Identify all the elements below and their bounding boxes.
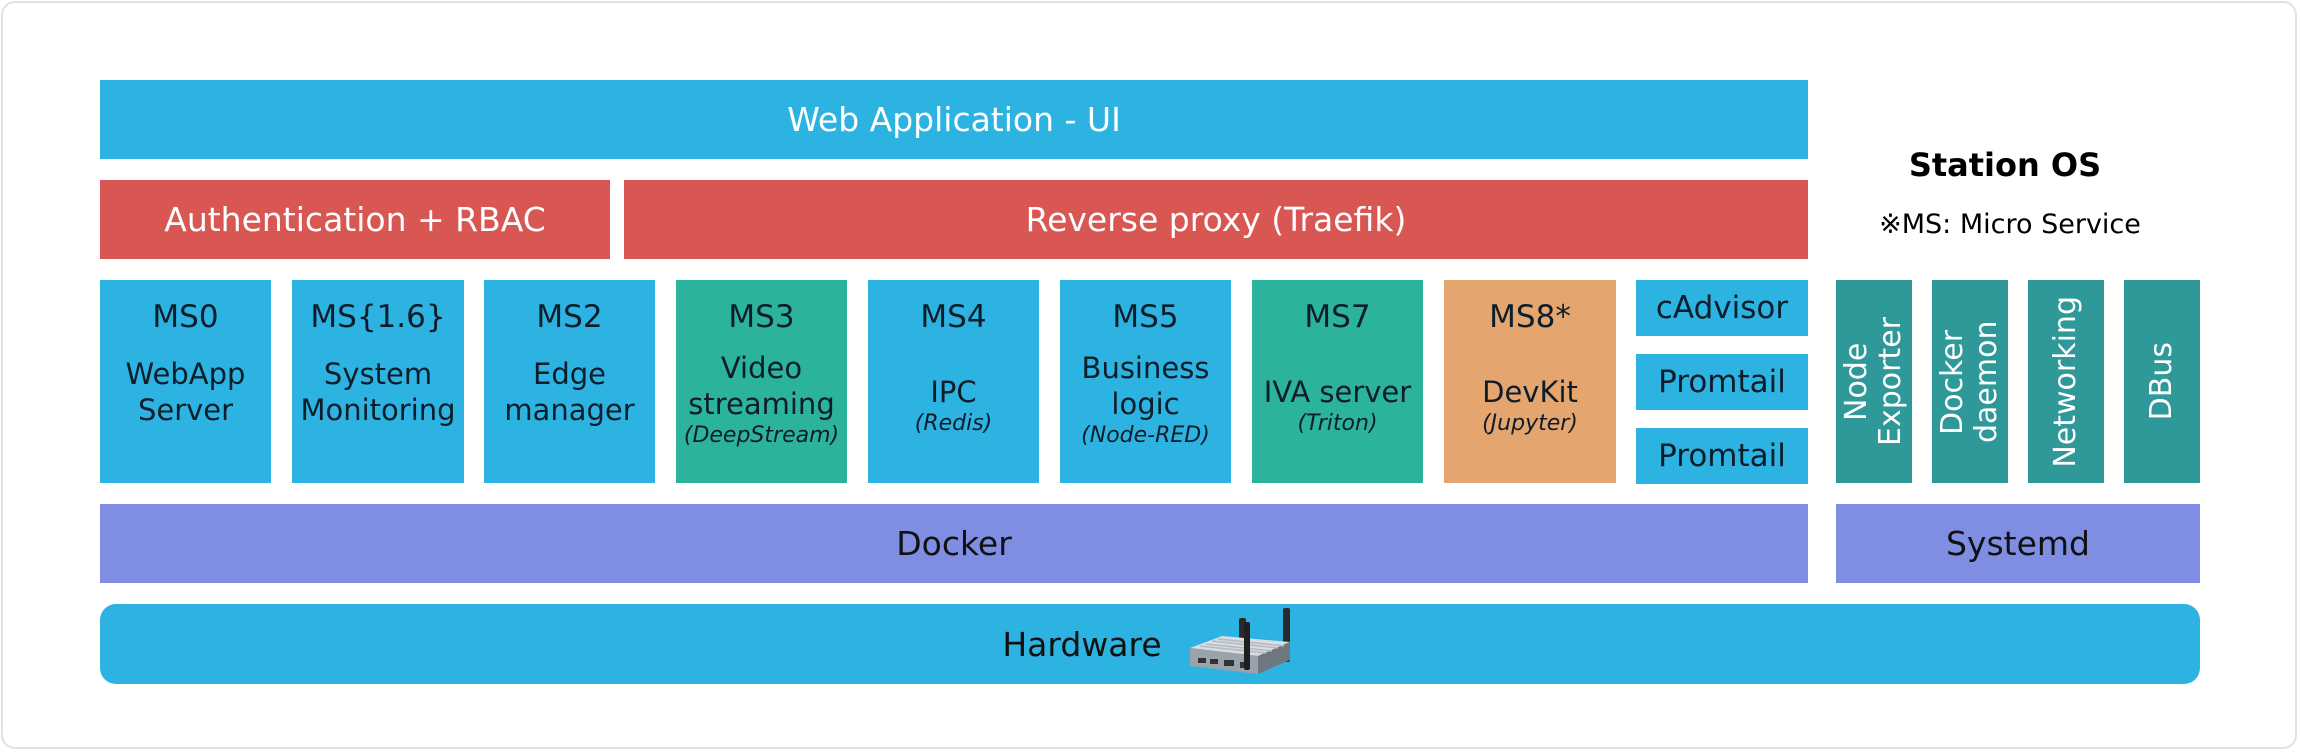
promtail-label-1: Promtail	[1658, 364, 1786, 400]
systemd-label: Systemd	[1945, 524, 2090, 563]
hardware-label: Hardware	[1002, 624, 1162, 664]
cadvisor-label: cAdvisor	[1655, 290, 1789, 326]
ms4-sub: (Redis)	[914, 411, 993, 436]
ms3-box: MS3 Video streaming (DeepStream)	[676, 280, 847, 483]
ms5-sub: (Node-RED)	[1081, 423, 1210, 448]
networking-box: Networking	[2028, 280, 2104, 483]
ms5-id: MS5	[1112, 299, 1179, 335]
web-app-ui-layer: Web Application - UI	[100, 80, 1808, 159]
docker-daemon-box: Docker daemon	[1932, 280, 2008, 483]
ms7-box: MS7 IVA server (Triton)	[1252, 280, 1423, 483]
ms0-desc: WebApp Server	[125, 357, 246, 427]
ms1-6-desc: System Monitoring	[300, 357, 456, 427]
ms4-id: MS4	[920, 299, 987, 335]
ms5-desc: Business logic	[1081, 351, 1210, 421]
dbus-box: DBus	[2124, 280, 2200, 483]
promtail-box-1: Promtail	[1636, 354, 1808, 410]
ms3-id: MS3	[728, 299, 795, 335]
auth-rbac-label: Authentication + RBAC	[164, 200, 546, 239]
ms8-sub: (Jupyter)	[1482, 411, 1578, 436]
web-app-ui-label: Web Application - UI	[787, 100, 1121, 139]
docker-daemon-label: Docker daemon	[1935, 320, 2004, 443]
ms0-box: MS0 WebApp Server	[100, 280, 271, 483]
ms8-desc: DevKit	[1482, 375, 1578, 409]
reverse-proxy-layer: Reverse proxy (Traefik)	[624, 180, 1808, 259]
promtail-label-2: Promtail	[1658, 438, 1786, 474]
ms8-id: MS8*	[1489, 299, 1571, 335]
auth-rbac-layer: Authentication + RBAC	[100, 180, 610, 259]
systemd-layer: Systemd	[1836, 504, 2200, 583]
ms4-desc: IPC	[930, 375, 977, 409]
ms0-id: MS0	[152, 299, 219, 335]
ms5-box: MS5 Business logic (Node-RED)	[1060, 280, 1231, 483]
ms1-6-id: MS{1.6}	[310, 299, 446, 335]
cadvisor-box: cAdvisor	[1636, 280, 1808, 336]
micro-service-note: ※MS: Micro Service	[1879, 209, 2141, 240]
edge-device-icon	[1186, 608, 1298, 680]
ms4-box: MS4 IPC (Redis)	[868, 280, 1039, 483]
networking-label: Networking	[2048, 295, 2083, 468]
docker-label: Docker	[896, 524, 1012, 563]
ms2-id: MS2	[536, 299, 603, 335]
reverse-proxy-label: Reverse proxy (Traefik)	[1025, 200, 1407, 239]
dbus-label: DBus	[2144, 342, 2179, 421]
ms8-box: MS8* DevKit (Jupyter)	[1444, 280, 1616, 483]
ms3-desc: Video streaming	[688, 351, 835, 421]
promtail-box-2: Promtail	[1636, 428, 1808, 484]
ms3-sub: (DeepStream)	[683, 423, 840, 448]
ms7-sub: (Triton)	[1297, 411, 1378, 436]
hardware-layer: Hardware	[100, 604, 2200, 684]
ms2-box: MS2 Edge manager	[484, 280, 655, 483]
node-exporter-label: Node Exporter	[1839, 317, 1908, 446]
station-os-title: Station OS	[1908, 146, 2102, 184]
ms1-6-box: MS{1.6} System Monitoring	[292, 280, 464, 483]
ms7-id: MS7	[1304, 299, 1371, 335]
ms7-desc: IVA server	[1263, 375, 1412, 409]
node-exporter-box: Node Exporter	[1836, 280, 1912, 483]
docker-layer: Docker	[100, 504, 1808, 583]
ms2-desc: Edge manager	[504, 357, 635, 427]
